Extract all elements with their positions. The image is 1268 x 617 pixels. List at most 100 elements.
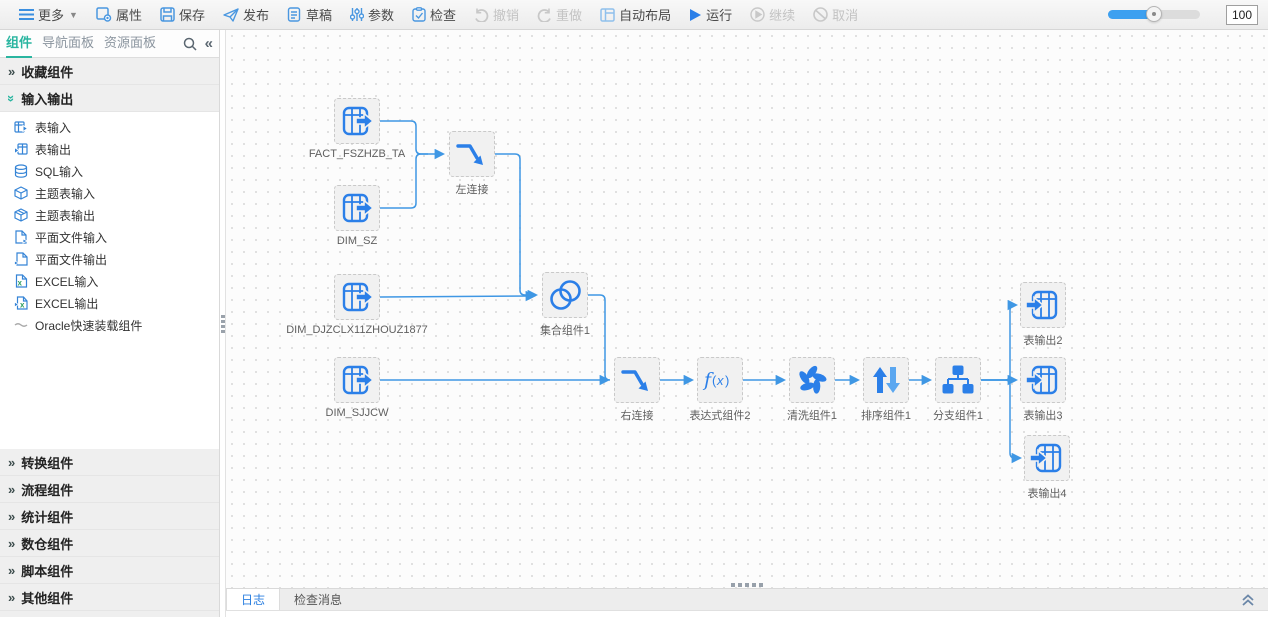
node-dim-sjjcw[interactable]: DIM_SJJCW [326, 357, 388, 419]
node-table-output-2[interactable]: 表输出2 [1020, 282, 1066, 347]
section-flow-components[interactable]: » 流程组件 [0, 476, 219, 503]
component-excel-output[interactable]: x EXCEL输出 [0, 292, 219, 314]
node-right-join[interactable]: 右连接 [614, 357, 660, 422]
save-icon [160, 7, 175, 22]
tab-log[interactable]: 日志 [226, 589, 281, 610]
run-button[interactable]: 运行 [680, 1, 741, 29]
resume-button[interactable]: 继续 [741, 1, 804, 29]
table-output-icon [1025, 365, 1058, 395]
section-favorite-components[interactable]: » 收藏组件 [0, 58, 219, 85]
undo-icon [475, 8, 489, 22]
component-table-input[interactable]: 表输入 [0, 116, 219, 138]
right-join-icon [621, 370, 648, 391]
section-transform-components[interactable]: » 转换组件 [0, 449, 219, 476]
zoom-slider-knob[interactable] [1146, 6, 1162, 22]
node-set-component-1[interactable]: 集合组件1 [540, 272, 590, 337]
clean-pinwheel-icon [799, 365, 827, 394]
chevron-right-icon: » [8, 589, 16, 605]
node-dim-sz[interactable]: DIM_SZ [334, 185, 380, 247]
publish-button[interactable]: 发布 [214, 1, 278, 29]
section-warehouse-components[interactable]: » 数仓组件 [0, 530, 219, 557]
draft-button[interactable]: 草稿 [278, 1, 341, 29]
collapse-sidebar-icon[interactable]: « [204, 35, 213, 52]
section-stats-components[interactable]: » 统计组件 [0, 503, 219, 530]
expand-up-icon[interactable] [1240, 592, 1256, 608]
more-button[interactable]: 更多 ▼ [10, 1, 87, 29]
auto-layout-button[interactable]: 自动布局 [591, 1, 680, 29]
cancel-icon [813, 7, 828, 22]
params-button[interactable]: 参数 [341, 1, 403, 29]
draft-icon [287, 7, 301, 22]
component-sql-input[interactable]: SQL输入 [0, 160, 219, 182]
zoom-value-input[interactable] [1226, 4, 1258, 25]
io-component-list: 表输入 表输出 SQL输入 主题表输入 主题表输出 平面文件输入 [0, 112, 219, 449]
tab-components[interactable]: 组件 [6, 30, 33, 58]
node-table-output-4[interactable]: 表输出4 [1024, 435, 1070, 500]
sidebar-splitter[interactable] [220, 30, 226, 617]
chevron-right-icon: » [8, 535, 16, 551]
node-clean-component-1[interactable]: 清洗组件1 [787, 357, 837, 422]
table-input-icon [342, 106, 375, 136]
node-left-join[interactable]: 左连接 [449, 131, 495, 196]
node-fact-fszhzb-ta[interactable]: FACT_FSZHZB_TA [309, 98, 405, 160]
chevron-right-icon: » [8, 63, 16, 79]
component-excel-input[interactable]: x EXCEL输入 [0, 270, 219, 292]
chevron-right-icon: » [8, 562, 16, 578]
section-script-components[interactable]: » 脚本组件 [0, 557, 219, 584]
component-oracle-fast-loader[interactable]: Oracle快速装载组件 [0, 314, 219, 336]
layout-icon [600, 7, 615, 22]
chevron-right-icon: » [8, 481, 16, 497]
cancel-button[interactable]: 取消 [804, 1, 867, 29]
zoom-slider-fill [1108, 10, 1154, 19]
redo-button[interactable]: 重做 [528, 1, 591, 29]
component-flat-file-input[interactable]: 平面文件输入 [0, 226, 219, 248]
sidebar-tabbar: 组件 导航面板 资源面板 « [0, 30, 219, 58]
section-input-output[interactable]: » 输入输出 [0, 85, 219, 112]
component-flat-file-output[interactable]: 平面文件输出 [0, 248, 219, 270]
excel-output-icon: x [14, 296, 28, 310]
svg-text:f: f [702, 369, 714, 391]
undo-button[interactable]: 撤销 [465, 1, 528, 29]
properties-button[interactable]: 属性 [87, 1, 151, 29]
node-expression-component-2[interactable]: f(x) 表达式组件2 [689, 357, 751, 422]
log-panel-splitter-handle[interactable] [731, 583, 763, 587]
check-icon [412, 7, 426, 22]
save-button[interactable]: 保存 [151, 1, 214, 29]
svg-text:x: x [716, 373, 724, 388]
log-tabbar: 日志 检查消息 [226, 589, 1268, 611]
search-icon[interactable] [183, 37, 197, 51]
svg-text:(: ( [712, 373, 717, 388]
tab-resource-panel[interactable]: 资源面板 [104, 34, 157, 50]
component-theme-table-output[interactable]: 主题表输出 [0, 204, 219, 226]
node-table-output-3[interactable]: 表输出3 [1020, 357, 1066, 422]
tab-check-messages[interactable]: 检查消息 [294, 593, 343, 607]
table-input-icon [14, 121, 28, 133]
node-sort-component-1[interactable]: 排序组件1 [861, 357, 911, 422]
theme-table-output-icon [14, 208, 28, 222]
svg-text:x: x [18, 279, 23, 288]
tab-navigation-panel[interactable]: 导航面板 [42, 34, 95, 50]
params-icon [350, 8, 364, 21]
log-panel: 日志 检查消息 [226, 588, 1268, 617]
flow-edges [379, 120, 1023, 464]
section-other-components[interactable]: » 其他组件 [0, 584, 219, 611]
table-output-icon [1025, 290, 1058, 320]
zoom-slider[interactable] [1108, 6, 1200, 22]
menu-icon [19, 9, 34, 20]
flat-file-input-icon [15, 230, 28, 244]
svg-text:x: x [20, 301, 25, 310]
node-dim-djzclx11zhouz1877[interactable]: DIM_DJZCLX11ZHOUZ1877 [286, 274, 428, 336]
properties-icon [96, 7, 112, 22]
svg-text:): ) [725, 373, 729, 388]
sort-icon [873, 367, 900, 393]
splitter-handle[interactable] [221, 315, 225, 335]
check-button[interactable]: 检查 [403, 1, 465, 29]
flat-file-output-icon [14, 252, 28, 266]
table-output-icon [14, 143, 28, 155]
node-branch-component-1[interactable]: 分支组件1 [933, 357, 983, 422]
resume-icon [750, 7, 765, 22]
component-theme-table-input[interactable]: 主题表输入 [0, 182, 219, 204]
left-join-icon [456, 144, 483, 165]
publish-icon [223, 7, 239, 22]
component-table-output[interactable]: 表输出 [0, 138, 219, 160]
